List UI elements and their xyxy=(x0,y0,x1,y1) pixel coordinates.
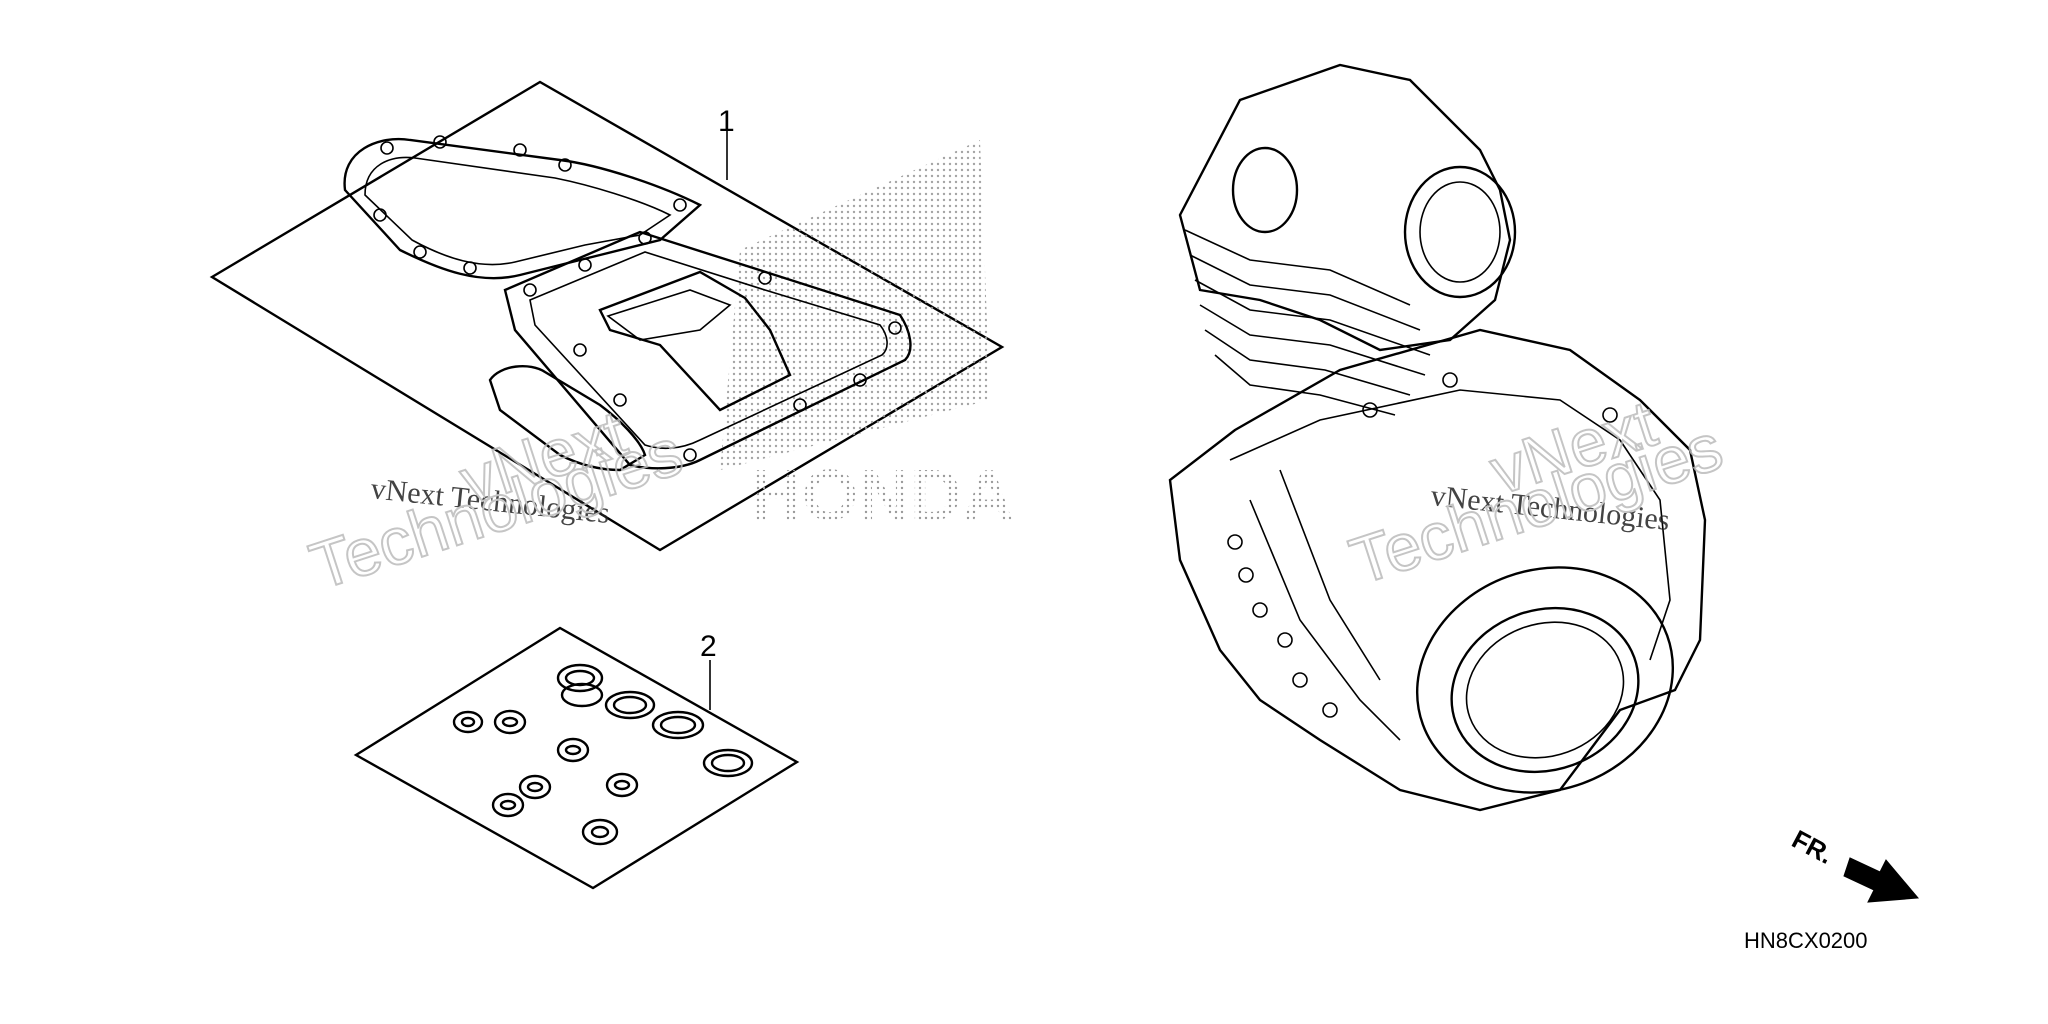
clutch-housing xyxy=(1415,566,1675,794)
gasket-bolt-holes-main xyxy=(523,231,902,462)
intake-port xyxy=(1231,146,1299,234)
cylinder-head xyxy=(1178,63,1512,352)
gasket-bolt-holes-left xyxy=(373,135,687,275)
gasket-kit-a-bag xyxy=(209,80,1005,552)
front-arrow-icon xyxy=(1843,857,1920,903)
gasket-kit-b[interactable]: 2 xyxy=(353,626,800,890)
gasket-crankcase xyxy=(488,365,647,472)
crankcase xyxy=(1168,328,1707,812)
gasket-cover-left xyxy=(343,137,703,280)
front-direction-indicator: FR. xyxy=(1787,824,1920,903)
cylinder-fins xyxy=(1184,229,1431,416)
callout-number-1: 1 xyxy=(718,105,735,138)
head-cover-boss xyxy=(1403,165,1517,299)
honda-logo-halftone: HONDA xyxy=(720,140,1014,536)
o-ring-set xyxy=(452,663,754,846)
watermark: vNext Technologies vNext Technologies vN… xyxy=(300,385,1731,605)
gasket-kit-b-bag xyxy=(353,626,800,890)
gasket-small-cover xyxy=(598,270,792,412)
diagram-code: HN8CX0200 xyxy=(1744,928,1868,953)
honda-logo-text: HONDA xyxy=(750,456,1014,536)
crankcase-bolts xyxy=(1227,372,1618,718)
engine-assembly xyxy=(1168,63,1707,812)
gasket-kit-a[interactable]: HONDA 1 xyxy=(209,80,1014,552)
callout-number-2: 2 xyxy=(700,630,717,663)
front-direction-label: FR. xyxy=(1787,824,1838,870)
